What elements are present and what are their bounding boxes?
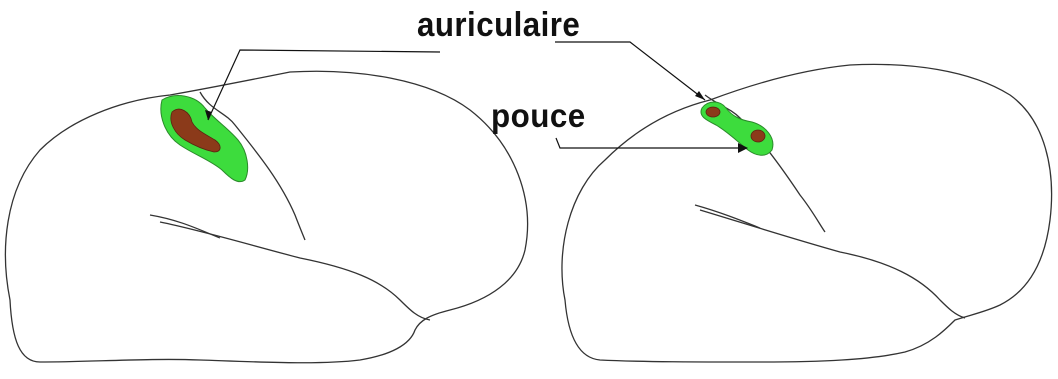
left-sylvian-fissure <box>160 222 430 320</box>
auriculaire-arrow-left <box>208 50 440 120</box>
left-brain-outline <box>5 71 527 362</box>
pouce-arrow <box>556 138 745 148</box>
label-pouce: pouce <box>491 97 586 135</box>
right-activation-inner-1 <box>706 107 720 117</box>
auriculaire-arrowhead-right <box>695 91 705 100</box>
right-activation-inner-2 <box>751 130 765 142</box>
right-sylvian-fissure <box>700 210 965 318</box>
label-auriculaire: auriculaire <box>417 6 580 45</box>
auriculaire-arrow-right <box>555 42 705 100</box>
right-brain-outline <box>562 64 1052 362</box>
left-temporal-line <box>150 215 220 238</box>
right-temporal-line <box>695 205 760 228</box>
